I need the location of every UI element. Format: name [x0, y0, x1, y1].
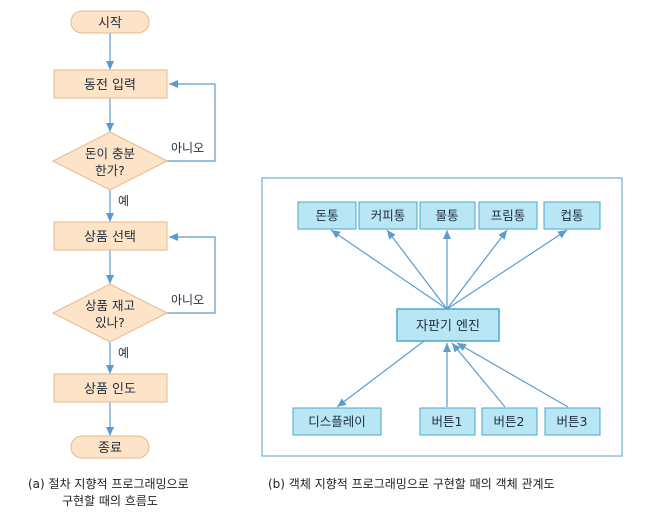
object-money-box [297, 201, 357, 230]
no-label-1: 아니오 [171, 141, 204, 155]
vending-engine-label: 자판기 엔진 [416, 319, 480, 334]
object-water-label: 물통 [435, 208, 458, 223]
button2-label: 버튼2 [494, 414, 525, 429]
in-stock-line2: 있나? [95, 315, 125, 330]
no-label-2: 아니오 [171, 293, 204, 307]
caption-a-line2: 구현할 때의 흐름도 [62, 494, 158, 508]
vending-engine-box [396, 308, 500, 342]
object-coffee-box [358, 201, 418, 230]
in-stock-decision [51, 283, 169, 343]
object-cream-box [478, 201, 538, 230]
start-terminal [70, 10, 150, 34]
enough-money-decision [51, 131, 169, 191]
display-label: 디스플레이 [308, 414, 366, 429]
caption-b: (b) 객체 지향적 프로그래밍으로 구현할 때의 객체 관계도 [268, 477, 555, 491]
object-water-box [419, 201, 476, 230]
insert-coin-step [53, 69, 168, 99]
button1-label: 버튼1 [432, 414, 463, 429]
object-cup-label: 컵통 [560, 208, 583, 223]
enough-money-line1: 돈이 충분 [85, 146, 135, 161]
select-product-label: 상품 선택 [84, 230, 136, 245]
engine-to-objects-arrows [330, 229, 569, 408]
enough-money-line2: 한가? [95, 163, 125, 178]
button3-label: 버튼3 [557, 414, 588, 429]
select-product-step [53, 221, 168, 251]
end-label: 종료 [98, 441, 122, 456]
object-cup-box [543, 201, 601, 230]
object-money-label: 돈통 [315, 208, 338, 223]
end-terminal [70, 435, 150, 459]
button2-box [481, 407, 538, 436]
caption-a-line1: (a) 절차 지향적 프로그래밍으로 [28, 477, 189, 491]
display-box [292, 407, 382, 436]
insert-coin-label: 동전 입력 [84, 78, 136, 93]
object-cream-label: 프림통 [491, 208, 526, 223]
object-coffee-label: 커피통 [371, 208, 406, 223]
in-stock-line1: 상품 재고 [85, 298, 135, 313]
yes-label-1: 예 [118, 194, 129, 208]
deliver-product-step [53, 373, 168, 403]
button3-box [544, 407, 601, 436]
yes-label-2: 예 [118, 346, 129, 360]
button1-box [419, 407, 476, 436]
deliver-product-label: 상품 인도 [84, 382, 136, 397]
start-label: 시작 [98, 16, 122, 31]
flow-connectors [106, 33, 216, 436]
object-diagram-frame [261, 177, 623, 457]
